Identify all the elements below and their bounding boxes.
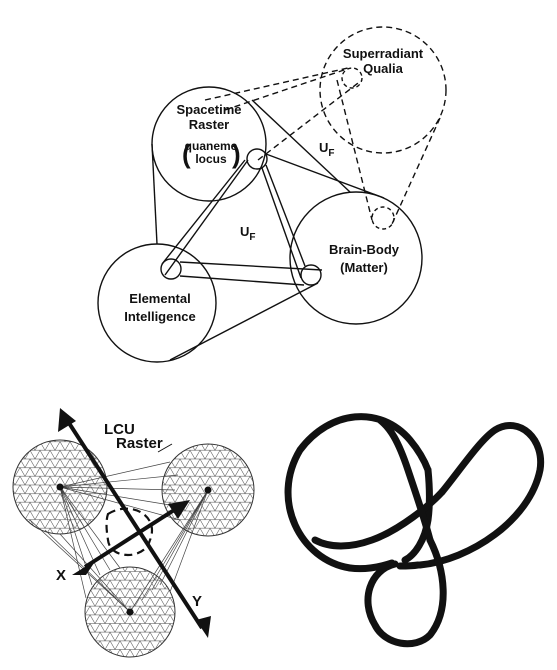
connector-spacetime-right-to-brain (251, 99, 351, 193)
spacetime-sub-label-line1: quaneme (185, 139, 238, 153)
superradiant-qualia-circle (319, 26, 447, 154)
superradiant-small-loop-top (341, 67, 363, 89)
spacetime-paren-left: ( (182, 139, 191, 169)
knot-crossing-1 (401, 466, 433, 564)
elemental-small-loop (160, 258, 182, 280)
elemental-label-line1: Elemental (129, 291, 190, 306)
connector-elemental-to-brain-lower (179, 275, 305, 286)
lcu-diagram: LCU Raster X Y (12, 408, 255, 658)
brain-small-loop (300, 264, 322, 286)
raster-disc-bottom (84, 566, 176, 658)
connector-spacetime-loop-to-elemental (164, 159, 249, 276)
dashed-connector-spacetime-upper (224, 69, 345, 111)
spacetime-label-line1: Spacetime (176, 102, 241, 117)
uf-label-1: UF (319, 140, 335, 159)
connector-spacetime-loop-to-brain-bottom (265, 164, 306, 267)
spacetime-sub-label-line2: locus (195, 152, 227, 166)
lcu-dashed-loop (105, 507, 153, 556)
knot-crossing-2 (346, 559, 396, 573)
x-axis-label: X (56, 567, 66, 584)
x-axis-arrow (72, 500, 190, 575)
connector-spacetime-loop-to-brain-top (265, 153, 385, 199)
top-diagram-labels: Superradiant Qualia Spacetime Raster ( )… (124, 46, 424, 324)
uf-label-1-sub: F (328, 148, 334, 159)
spacetime-label-line2: Raster (189, 117, 229, 132)
connector-spacetime-to-elemental-left (151, 143, 158, 245)
elemental-label-line2: Intelligence (124, 309, 196, 324)
knot-crossing-4 (376, 416, 434, 544)
brain-label-line1: Brain-Body (329, 242, 400, 257)
spacetime-small-loop (246, 148, 268, 170)
uf-label-2: UF (240, 224, 256, 243)
uf-label-1-main: U (319, 140, 328, 155)
raster-node-left (56, 483, 64, 491)
knot-left-lobe (284, 413, 432, 572)
superradiant-label-line1: Superradiant (343, 46, 424, 61)
dashed-connector-spacetime-lower (257, 79, 363, 161)
connector-spacetime-loop-to-brain-lower (261, 167, 302, 279)
knot-crossing-3 (311, 488, 446, 570)
connector-spacetime-to-elemental-right (161, 159, 246, 265)
superradiant-small-loop-bottom (371, 206, 395, 230)
raster-label: Raster (116, 435, 163, 452)
dashed-connector-spacetime-top (204, 67, 349, 101)
uf-label-2-sub: F (249, 232, 255, 243)
dashed-connector-superradiant-left-drop (336, 79, 373, 221)
connector-elemental-loop-to-brain (179, 261, 323, 271)
uf-label-2-main: U (240, 224, 249, 239)
top-diagram (97, 26, 447, 363)
raster-node-right (204, 486, 212, 494)
lcu-label: LCU (104, 421, 135, 438)
connector-elemental-bottom-to-brain (169, 282, 319, 361)
knot-bottom-lobe (364, 536, 447, 648)
brain-label-line2: (Matter) (340, 260, 388, 275)
superradiant-label-line2: Qualia (363, 61, 404, 76)
brain-body-circle (289, 191, 423, 325)
raster-fan-lines (29, 461, 209, 613)
knot-right-lobe (416, 422, 545, 569)
raster-node-bottom (126, 608, 134, 616)
y-axis-label: Y (192, 593, 202, 610)
y-axis-arrow (58, 408, 211, 638)
raster-leader-line (157, 443, 173, 453)
trefoil-knot (284, 413, 545, 648)
spacetime-paren-right: ) (232, 139, 241, 169)
